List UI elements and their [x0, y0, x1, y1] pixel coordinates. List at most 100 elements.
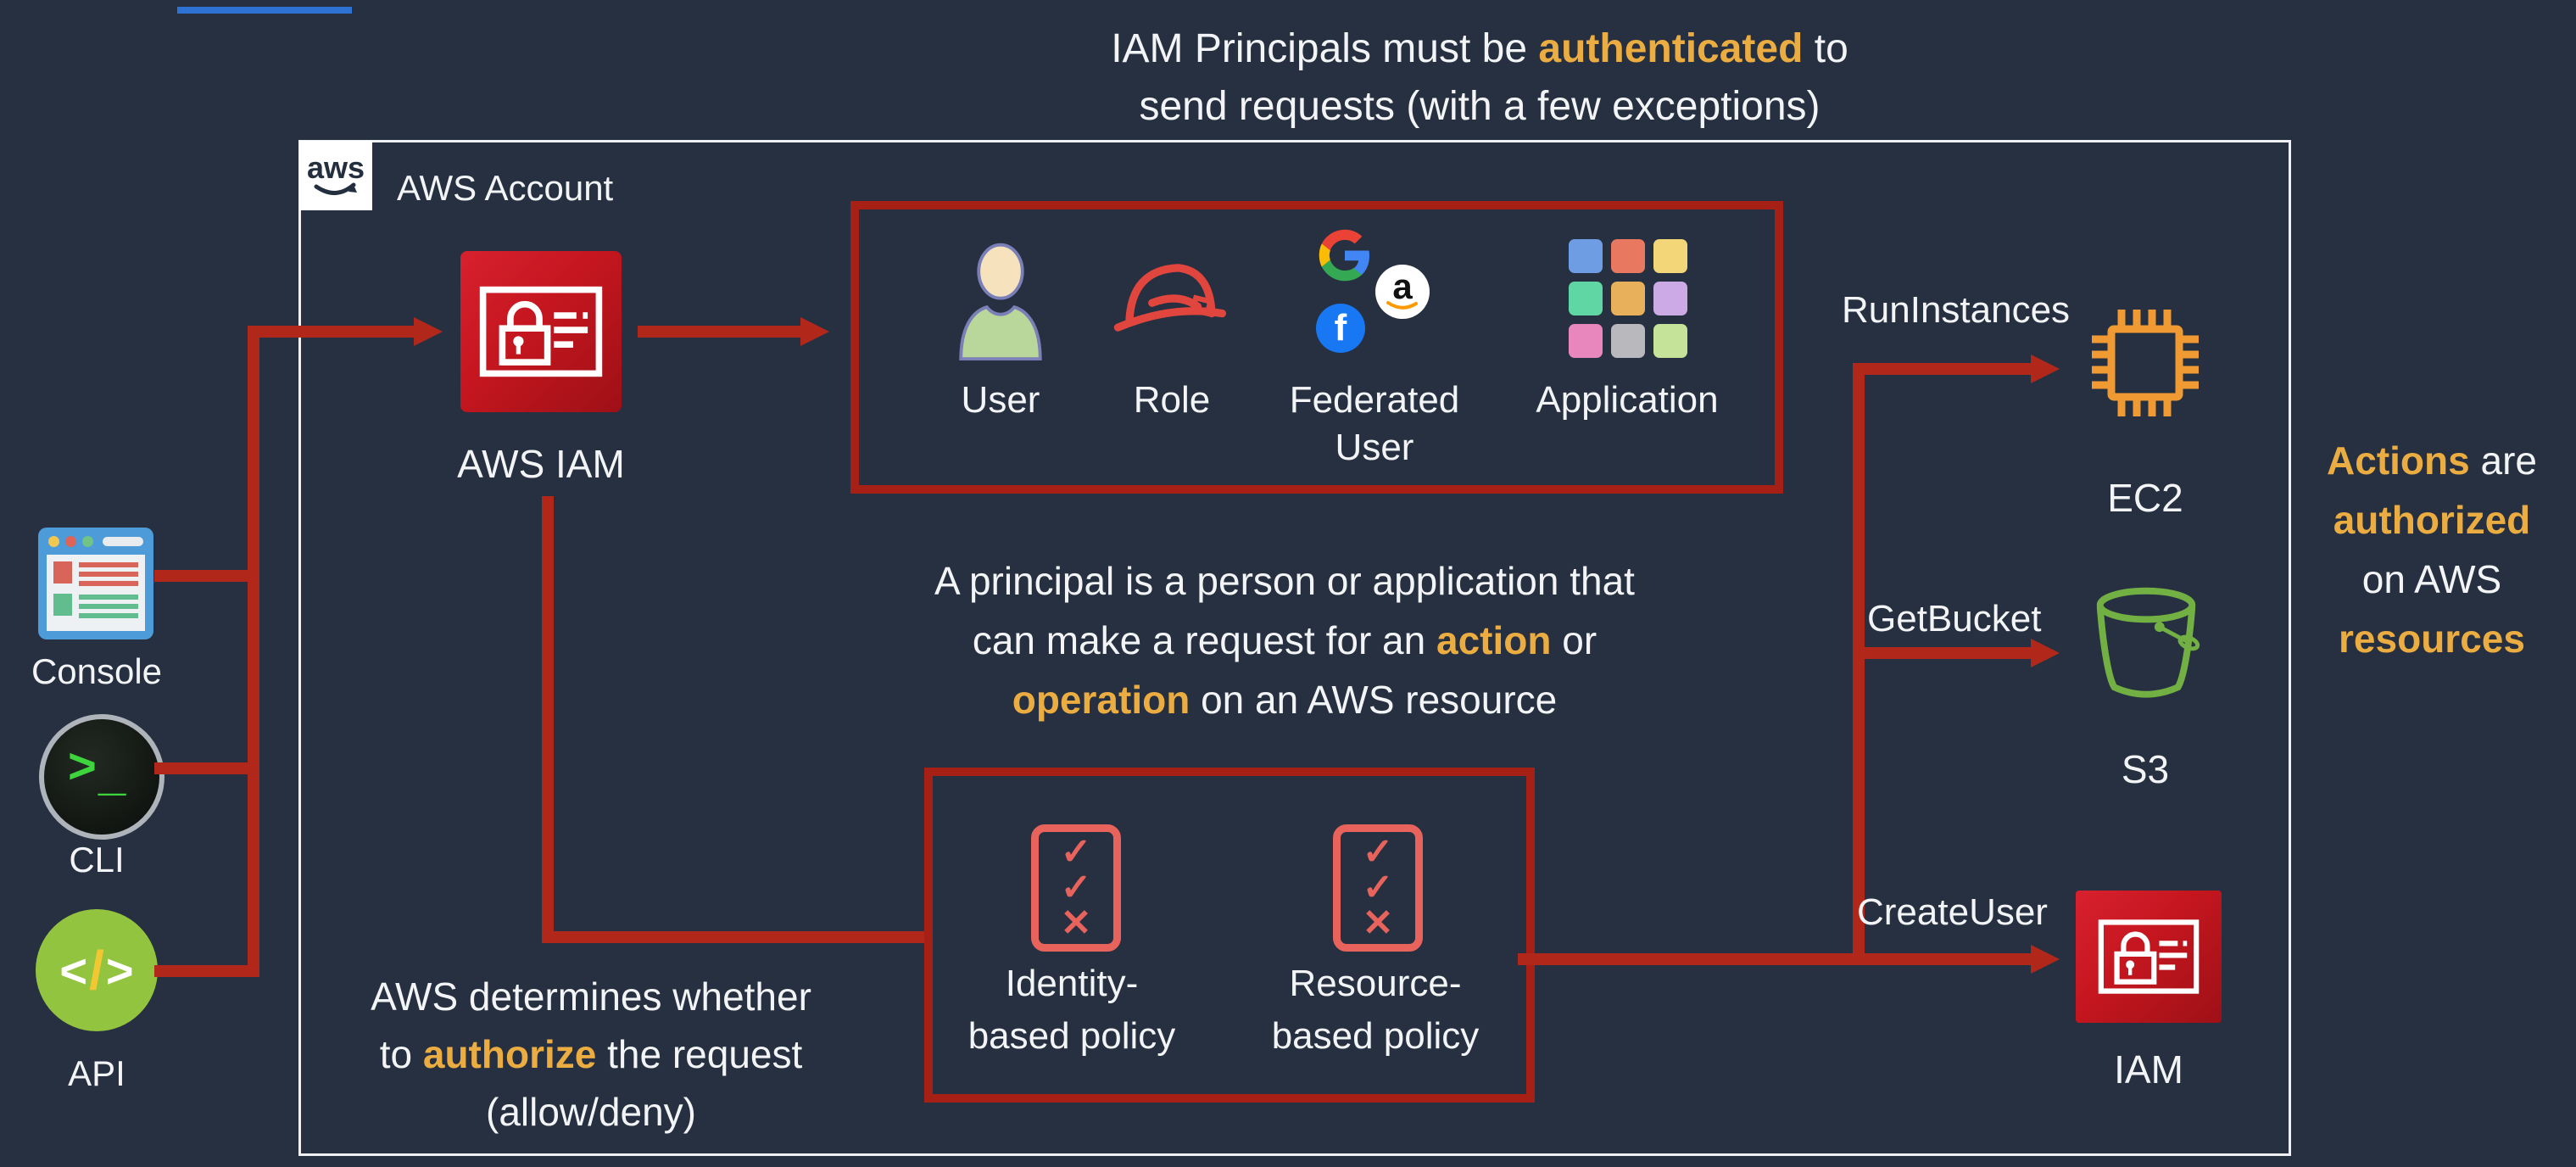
console-icon [38, 528, 153, 639]
application-grid-icon [1569, 239, 1687, 358]
app-cell [1569, 239, 1603, 273]
check-glyph: ✓ [1362, 831, 1394, 873]
decision-note-line3: (allow/deny) [486, 1090, 696, 1134]
console-red-line [79, 562, 138, 567]
api-label: API [68, 1053, 125, 1093]
amazon-a-glyph: a [1392, 266, 1413, 306]
console-green-line [79, 613, 138, 618]
title-highlight-authenticated: authenticated [1538, 26, 1804, 71]
decision-note-line2: to authorize the request [294, 1025, 888, 1084]
aws-iam-icon [460, 251, 622, 412]
note-text: or [1551, 618, 1597, 662]
iam-resource-icon [2076, 891, 2222, 1023]
app-cell [1653, 282, 1687, 315]
title-text: IAM Principals must be [1111, 26, 1539, 71]
principal-role-label: Role [1133, 379, 1211, 421]
arrow-getbucket-head [2031, 639, 2060, 667]
ec2-label: EC2 [2107, 476, 2183, 520]
cli-cursor-glyph: _ [98, 745, 126, 801]
slide-title-line1: IAM Principals must be authenticated to [1013, 20, 1946, 78]
note-highlight-actions: Actions [2327, 438, 2470, 483]
arrow-iam-principals-shaft [638, 326, 800, 338]
right-trunk-line [1853, 363, 1865, 965]
svg-text:aws: aws [307, 150, 365, 185]
identity-policy-label-line1: Identity- [1005, 963, 1139, 1004]
app-cell [1569, 324, 1603, 358]
console-red-line [79, 581, 138, 586]
s3-bucket-icon [2096, 587, 2200, 698]
console-red-line [79, 572, 138, 577]
resource-policy-label-line2: based policy [1271, 1015, 1480, 1057]
check-glyph: ✓ [1362, 867, 1394, 908]
api-connector [154, 965, 259, 977]
cli-prompt-glyph: > [68, 739, 97, 794]
console-dot-yellow [48, 536, 59, 547]
note-highlight-action: action [1436, 618, 1552, 662]
cli-label: CLI [69, 840, 125, 879]
note-text: can make a request for an [972, 618, 1437, 662]
principal-federated-label-line2: User [1335, 427, 1414, 468]
ec2-chip-icon [2092, 310, 2199, 416]
policies-box [924, 768, 1535, 1103]
left-trunk-line [248, 326, 259, 977]
arrow-iam-principals-head [800, 317, 829, 346]
iam-policy-vertical-line [542, 496, 554, 943]
console-dot-red [65, 536, 76, 547]
s3-label: S3 [2121, 747, 2170, 791]
note-text: are [2469, 438, 2537, 483]
identity-policy-checklist-icon: ✓ ✓ ✕ [1031, 824, 1121, 952]
api-open-glyph: < [59, 943, 88, 997]
console-green-line [79, 595, 138, 600]
api-close-glyph: > [105, 943, 134, 997]
console-dot-green [82, 536, 93, 547]
right-note-line3: on AWS [2361, 557, 2502, 601]
principal-note-line3: operation on an AWS resource [818, 670, 1751, 729]
role-hardhat-icon [1113, 264, 1227, 332]
principal-application-label: Application [1536, 379, 1719, 421]
decision-note-line1: AWS determines whether [371, 974, 811, 1019]
app-cell [1569, 282, 1603, 315]
right-note-line2: authorized [2333, 498, 2531, 542]
principal-note-line1: A principal is a person or application t… [934, 559, 1635, 603]
policy-output-line [1518, 953, 1865, 965]
iam-resource-label: IAM [2114, 1047, 2183, 1092]
app-cell [1653, 239, 1687, 273]
principal-note-line2: can make a request for an action or [818, 611, 1751, 670]
google-icon [1319, 229, 1370, 282]
aws-iam-label: AWS IAM [457, 442, 625, 486]
check-glyph: ✓ [1060, 831, 1092, 873]
note-highlight-authorize: authorize [422, 1032, 597, 1076]
arrow-to-awsiam-head [414, 317, 443, 346]
identity-policy-label-line2: based policy [967, 1015, 1176, 1057]
cli-connector [154, 762, 259, 774]
right-note-line1: Actions are [2289, 431, 2574, 490]
note-highlight-operation: operation [1012, 678, 1190, 722]
console-connector [154, 570, 259, 582]
user-icon [959, 243, 1042, 361]
api-icon: < / > [36, 909, 158, 1031]
arrow-to-awsiam-shaft [248, 326, 414, 338]
note-text: the request [596, 1032, 803, 1076]
console-green-line [79, 604, 138, 609]
console-address-pill [103, 537, 143, 546]
arrow-runinstances-head [2031, 355, 2060, 383]
console-content [47, 555, 145, 631]
note-text: to [379, 1032, 423, 1076]
blue-progress-bar [177, 7, 352, 14]
arrow-createuser-head [2031, 945, 2060, 974]
console-green-block [53, 594, 72, 616]
aws-logo-icon: aws [307, 150, 365, 195]
principal-user-label: User [961, 379, 1040, 421]
facebook-f-glyph: f [1334, 307, 1347, 349]
arrow-createuser-shaft [1853, 953, 2031, 965]
arrow-getbucket-shaft [1853, 647, 2031, 659]
iam-card-glyph [2098, 919, 2200, 994]
title-text-end: to [1803, 26, 1848, 71]
right-note-line4: resources [2339, 617, 2525, 661]
principals-box [850, 201, 1783, 494]
resource-policy-checklist-icon: ✓ ✓ ✕ [1333, 824, 1423, 952]
app-cell [1611, 282, 1645, 315]
createuser-label: CreateUser [1857, 891, 2048, 933]
aws-logo-badge: aws [299, 141, 372, 210]
